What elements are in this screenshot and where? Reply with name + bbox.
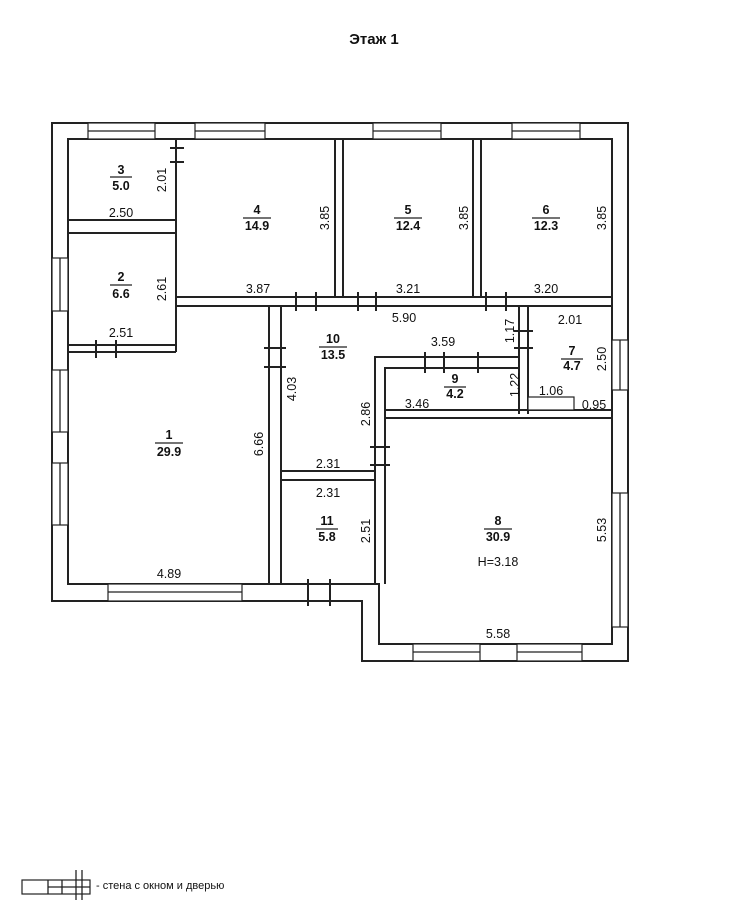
- room-number: 4: [254, 203, 261, 217]
- interior-walls: [68, 139, 612, 584]
- dimension-label: 2.31: [316, 486, 340, 500]
- room-area: 5.8: [318, 530, 335, 544]
- dimension-label: 2.01: [558, 313, 582, 327]
- ceiling-height: H=3.18: [478, 555, 519, 569]
- room-number: 2: [118, 270, 125, 284]
- room-area: 5.0: [112, 179, 129, 193]
- floor-title: Этаж 1: [349, 31, 399, 48]
- dimension-label: 2.51: [109, 326, 133, 340]
- dimension-label: 3.85: [318, 206, 332, 230]
- legend-text: - стена с окном и дверью: [96, 880, 224, 892]
- room-number: 3: [118, 163, 125, 177]
- legend: - стена с окном и дверью: [21, 870, 224, 900]
- dimension-label: 2.61: [155, 277, 169, 301]
- dimension-label: 1.22: [508, 373, 522, 397]
- room-number: 9: [452, 372, 459, 386]
- dimension-label: 3.85: [457, 206, 471, 230]
- dimension-label: 5.53: [595, 518, 609, 542]
- room-number: 6: [543, 203, 550, 217]
- dimension-label: 2.50: [109, 206, 133, 220]
- dimension-label: 3.20: [534, 282, 558, 296]
- dimension-label: 1.06: [539, 384, 563, 398]
- room-number: 5: [405, 203, 412, 217]
- dimension-label: 2.50: [595, 347, 609, 371]
- door-marks: [95, 147, 533, 606]
- dimension-label: 2.31: [316, 457, 340, 471]
- dimension-label: 5.58: [486, 627, 510, 641]
- dimension-label: 4.03: [285, 377, 299, 401]
- dimension-label: 3.85: [595, 206, 609, 230]
- room-number: 10: [326, 332, 340, 346]
- room-number: 8: [495, 514, 502, 528]
- dimension-label: 6.66: [252, 432, 266, 456]
- dimension-label: 3.21: [396, 282, 420, 296]
- room-area: 13.5: [321, 348, 345, 362]
- room-number: 7: [569, 344, 576, 358]
- dimension-label: 4.89: [157, 567, 181, 581]
- dimension-labels: 2.01 2.50 3.85 3.85 3.85 2.61 3.87 3.21 …: [109, 168, 609, 641]
- dimension-label: 1.17: [503, 319, 517, 343]
- dimension-label: 0.95: [582, 398, 606, 412]
- dimension-label: 5.90: [392, 311, 416, 325]
- room-area: 12.4: [396, 219, 420, 233]
- dimension-label: 2.51: [359, 519, 373, 543]
- dimension-label: 3.87: [246, 282, 270, 296]
- room-area: 4.7: [563, 359, 580, 373]
- room-number: 1: [166, 428, 173, 442]
- room-area: 4.2: [446, 387, 463, 401]
- outer-walls: [51, 122, 629, 662]
- dimension-label: 3.59: [431, 335, 455, 349]
- room-area: 6.6: [112, 287, 129, 301]
- windows: [51, 122, 629, 662]
- niche: [527, 396, 575, 411]
- room-area: 30.9: [486, 530, 510, 544]
- dimension-label: 2.01: [155, 168, 169, 192]
- room-number: 11: [320, 514, 333, 528]
- dimension-label: 3.46: [405, 397, 429, 411]
- dimension-label: 2.86: [359, 402, 373, 426]
- room-area: 14.9: [245, 219, 269, 233]
- room-area: 29.9: [157, 445, 181, 459]
- room-labels: 3 5.0 2 6.6 4 14.9 5 12.4 6 12.3 7 4.7 1…: [110, 163, 583, 569]
- room-area: 12.3: [534, 219, 558, 233]
